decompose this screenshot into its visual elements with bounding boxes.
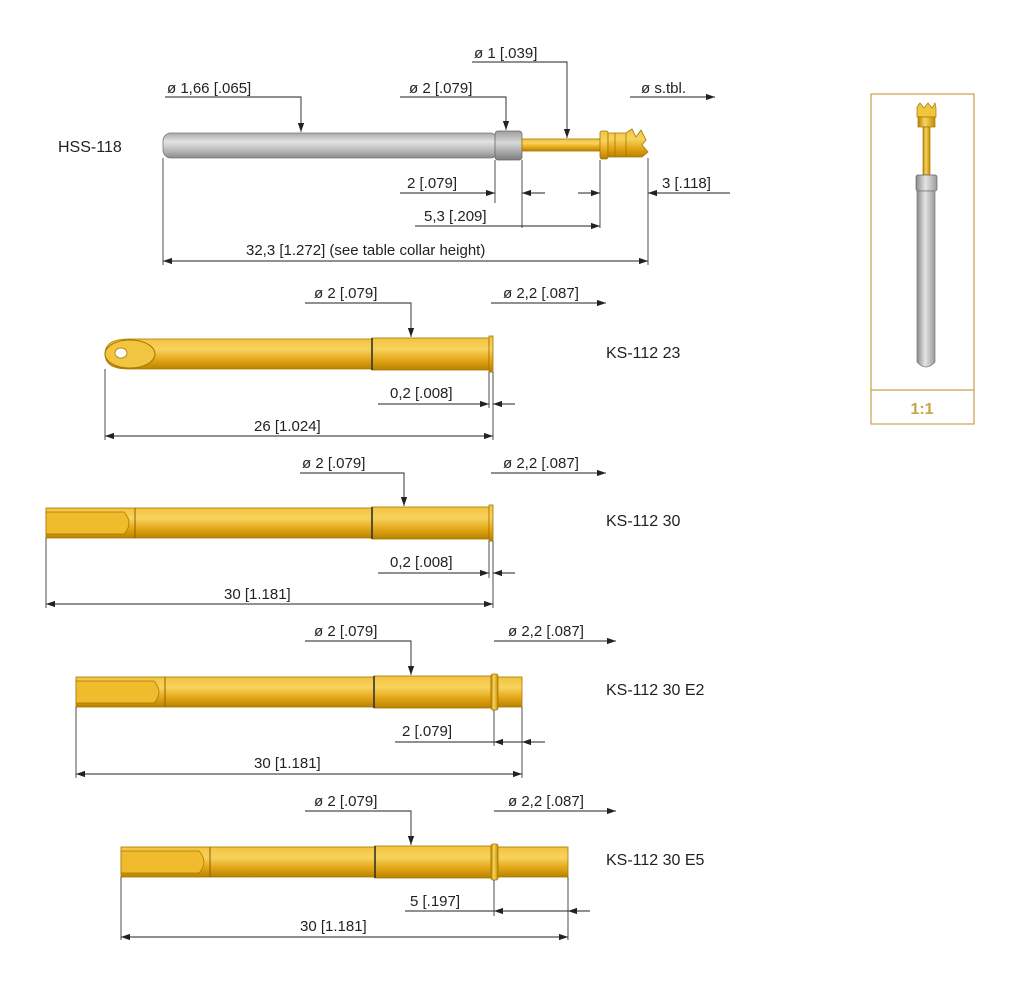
svg-text:ø 2,2 [.087]: ø 2,2 [.087] [508,623,584,640]
collar-lip [488,504,494,542]
dim-shaft-diameter: ø 1 [.039] [472,45,571,138]
dim-body-diameter: ø 2 [.079] [305,623,415,675]
dim-collar-length: 2 [.079] [400,175,545,197]
dim-barrel-diameter: ø 1,66 [.065] [165,80,305,132]
part-label: KS-112 30 E2 [606,682,705,699]
svg-text:30 [1.181]: 30 [1.181] [300,918,367,935]
dim-overall-length: 26 [1.024] [105,418,493,440]
part-ks-112-30: KS-112 30 ø 2 [.079] ø 2,2 [.087] 0,2 [.… [45,455,681,608]
dim-collar-diameter: ø 2,2 [.087] [491,455,606,477]
tip-section [497,846,569,878]
dim-collar-length: 0,2 [.008] [378,385,515,408]
svg-text:ø 2,2 [.087]: ø 2,2 [.087] [508,793,584,810]
press-section [371,337,490,371]
probe-actual-size [915,102,938,368]
dim-overall-length: 30 [1.181] [76,755,522,778]
svg-text:ø 2 [.079]: ø 2 [.079] [409,80,472,97]
svg-text:ø 1 [.039]: ø 1 [.039] [474,45,537,62]
svg-text:5 [.197]: 5 [.197] [410,893,460,910]
dim-overall-length: 30 [1.181] [46,586,493,608]
collar-lip [488,335,494,373]
dim-plunger-length: 5,3 [.209] [415,208,600,230]
solder-cup [75,680,160,704]
dim-body-diameter: ø 2 [.079] [305,285,415,337]
svg-text:0,2 [.008]: 0,2 [.008] [390,554,453,571]
svg-text:ø 2 [.079]: ø 2 [.079] [314,623,377,640]
press-section [373,675,492,709]
svg-text:ø 2 [.079]: ø 2 [.079] [314,793,377,810]
barrel [162,132,499,159]
dim-collar-diameter: ø 2 [.079] [400,80,510,130]
svg-text:30 [1.181]: 30 [1.181] [254,755,321,772]
press-section [371,506,490,540]
crown-tip [599,128,649,160]
svg-text:ø 2,2 [.087]: ø 2,2 [.087] [503,285,579,302]
svg-text:0,2 [.008]: 0,2 [.008] [390,385,453,402]
part-label: KS-112 30 [606,513,681,530]
press-section [374,845,492,879]
part-label: KS-112 23 [606,345,681,362]
scale-label: 1:1 [910,401,933,418]
collar-ring [490,673,499,711]
plunger-shaft [521,138,603,152]
dim-collar-diameter: ø 2,2 [.087] [491,285,606,307]
solder-cup [120,850,205,874]
svg-text:32,3 [1.272] (see table collar: 32,3 [1.272] (see table collar height) [246,242,485,259]
dim-overall-length: 32,3 [1.272] (see table collar height) [163,242,648,265]
svg-text:3 [.118]: 3 [.118] [662,175,711,192]
part-ks-112-30-e5: KS-112 30 E5 ø 2 [.079] ø 2,2 [.087] 5 [… [120,793,705,941]
dim-body-diameter: ø 2 [.079] [305,793,415,845]
svg-text:2 [.079]: 2 [.079] [407,175,457,192]
svg-text:26 [1.024]: 26 [1.024] [254,418,321,435]
dim-collar-diameter: ø 2,2 [.087] [494,623,616,645]
collar [494,130,523,161]
svg-text:2 [.079]: 2 [.079] [402,723,452,740]
svg-text:ø 2,2 [.087]: ø 2,2 [.087] [503,455,579,472]
dim-tip-length: 3 [.118] [578,175,730,197]
dim-tip-length: 5 [.197] [405,893,590,915]
solder-cup [45,511,130,535]
part-ks-112-23: KS-112 23 ø 2 [.079] ø 2,2 [.087] 0,2 [.… [104,285,681,440]
svg-text:30 [1.181]: 30 [1.181] [224,586,291,603]
scale-panel: 1:1 [870,93,975,425]
crimp-end [104,339,156,369]
part-label: KS-112 30 E5 [606,852,705,869]
collar-ring [490,843,499,881]
dim-tip-diameter: ø s.tbl. [630,80,715,101]
part-hss-118: HSS-118 ø 1 [.039] ø 1,66 [.065] ø 2 [.0… [58,45,730,265]
dim-collar-length: 0,2 [.008] [378,554,515,577]
dim-body-diameter: ø 2 [.079] [300,455,408,506]
svg-text:ø 2 [.079]: ø 2 [.079] [314,285,377,302]
dim-collar-diameter: ø 2,2 [.087] [494,793,616,815]
svg-text:ø 1,66 [.065]: ø 1,66 [.065] [167,80,251,97]
dim-tip-length: 2 [.079] [395,723,545,746]
dim-overall-length: 30 [1.181] [121,918,568,941]
wire-hole [114,347,128,359]
part-ks-112-30-e2: KS-112 30 E2 ø 2 [.079] ø 2,2 [.087] 2 [… [75,623,705,778]
svg-text:5,3 [.209]: 5,3 [.209] [424,208,487,225]
part-label: HSS-118 [58,139,122,156]
svg-text:ø s.tbl.: ø s.tbl. [641,80,686,97]
tip-section [497,676,523,708]
svg-text:ø 2 [.079]: ø 2 [.079] [302,455,365,472]
